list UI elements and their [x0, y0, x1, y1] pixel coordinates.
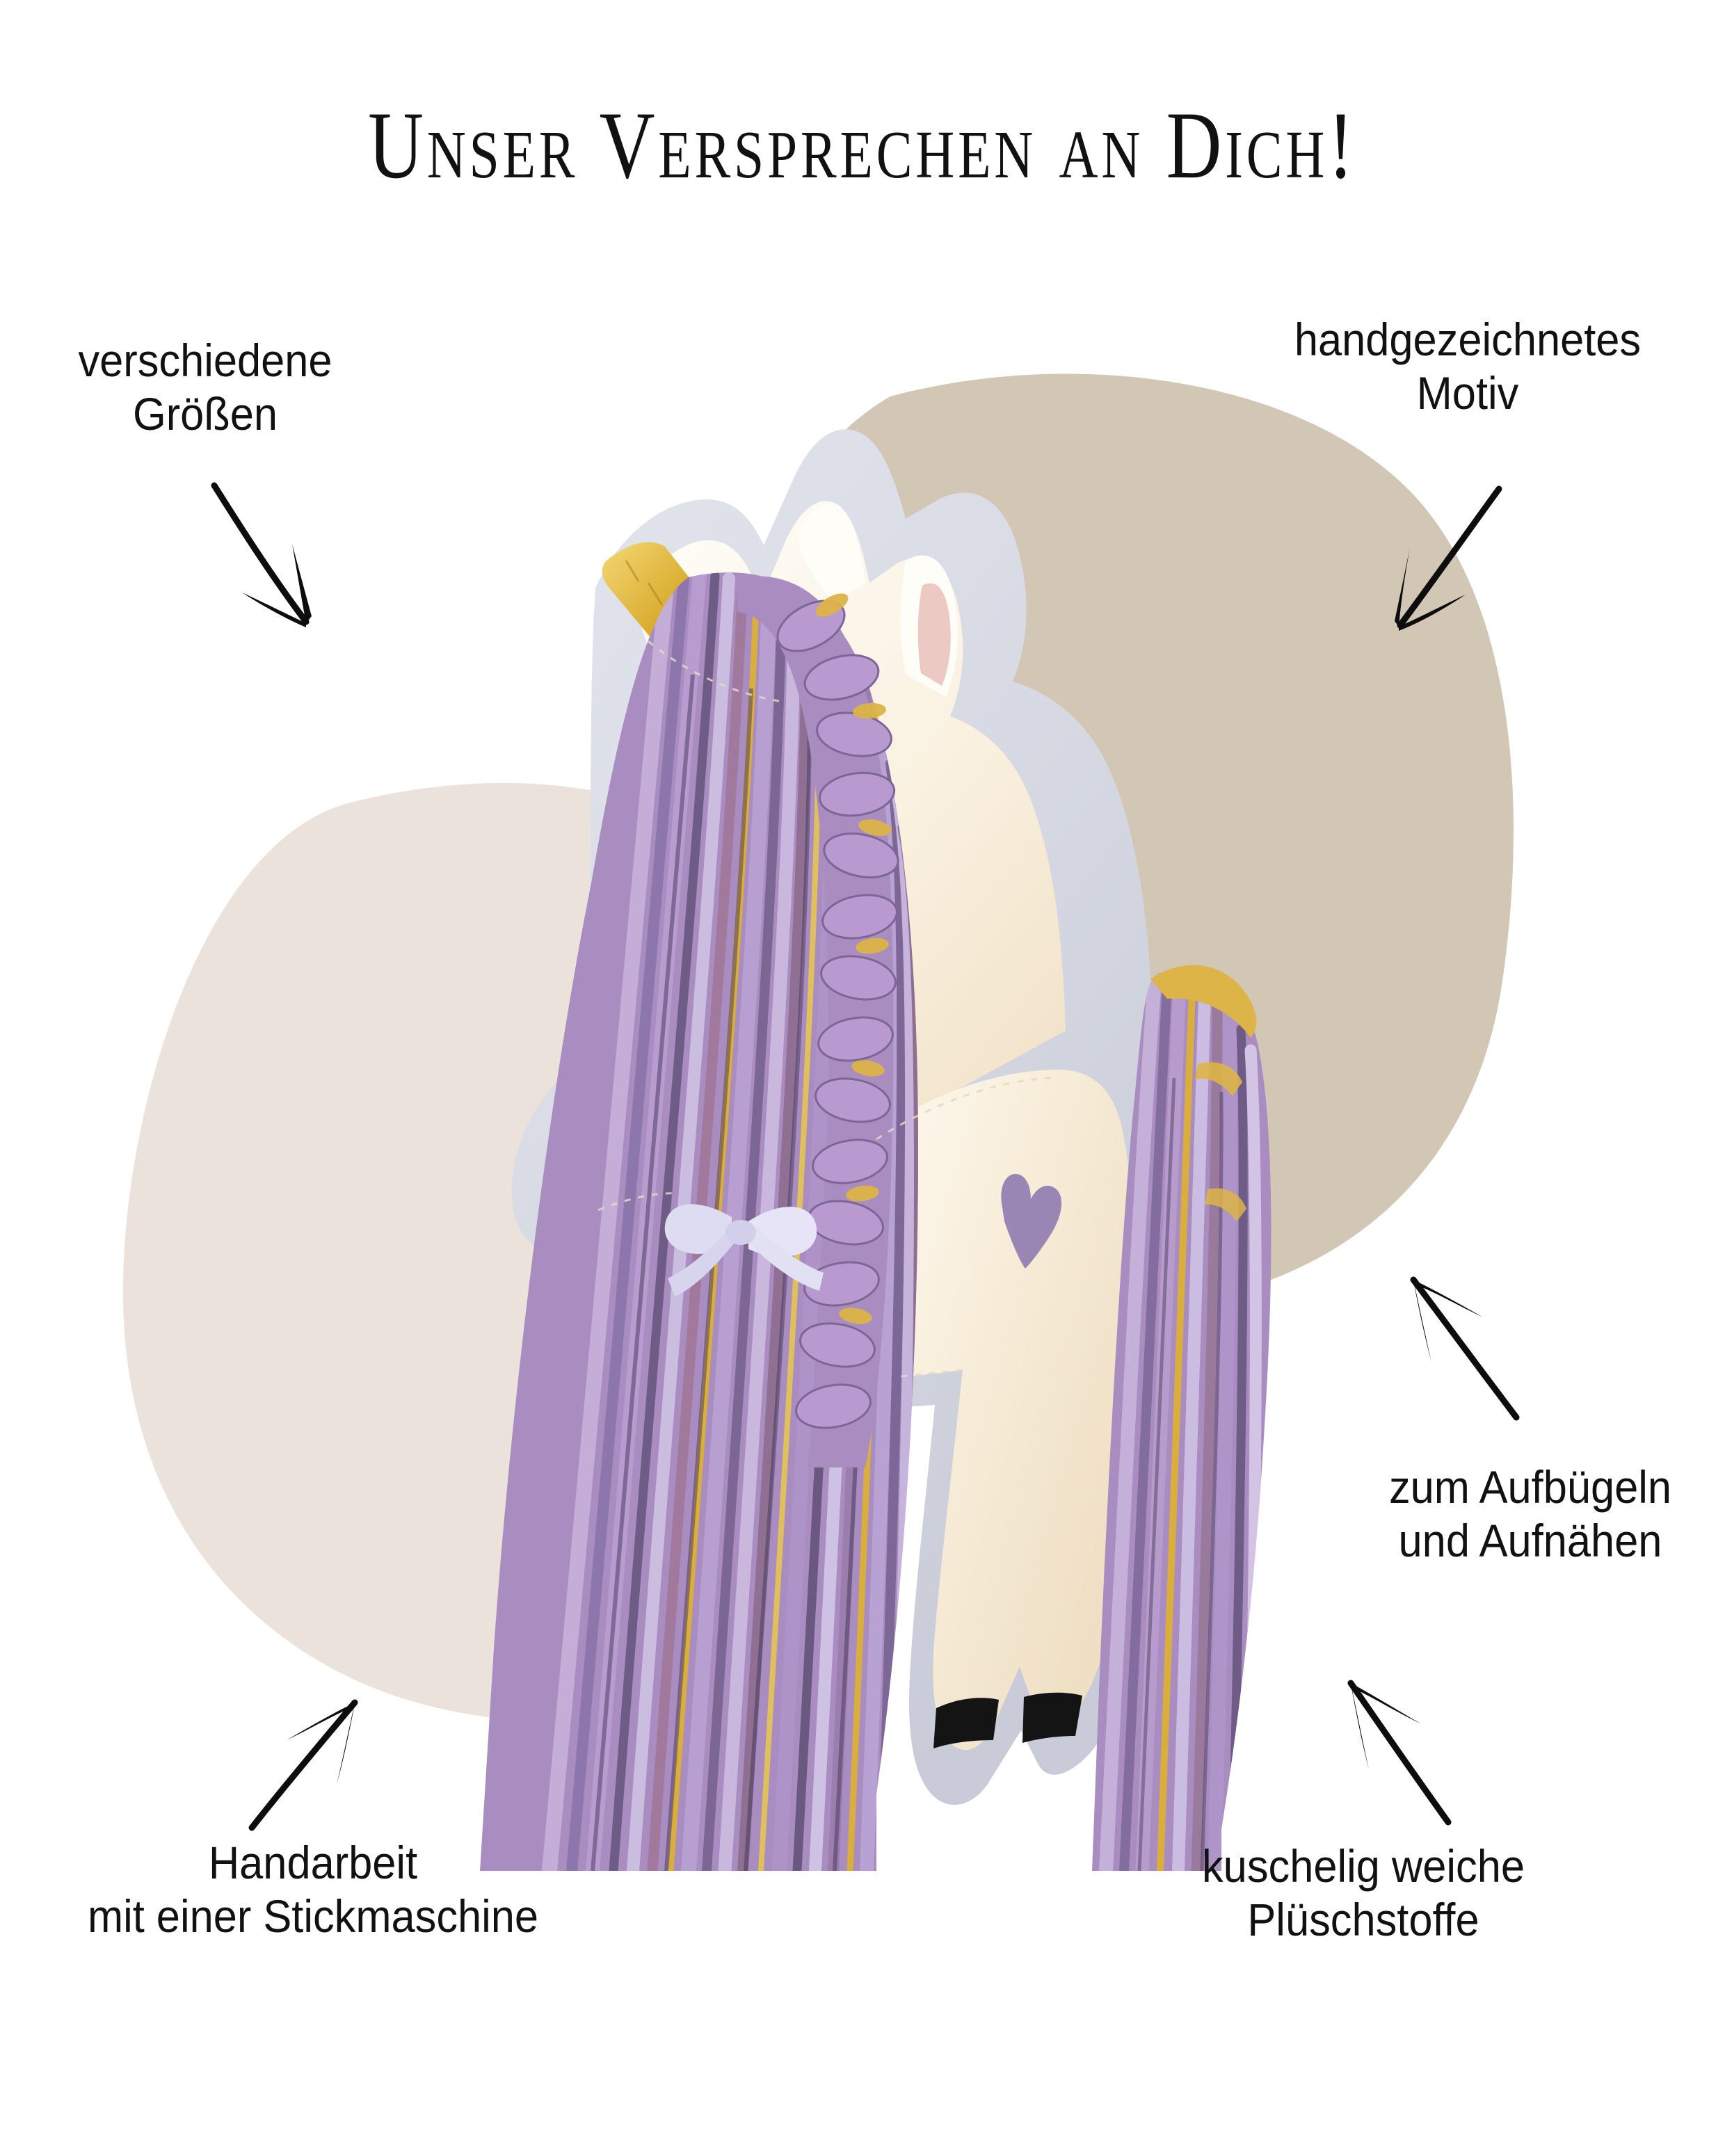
mane-braid — [737, 576, 899, 1467]
heart-embroidery — [1001, 1173, 1062, 1269]
callout-handarbeit-mit-stickmaschine: Handarbeit mit einer Stickmaschine — [87, 1837, 539, 1942]
callout-handgezeichnetes-motiv: handgezeichnetes Motiv — [1294, 314, 1642, 419]
tail-gold-top — [1150, 965, 1257, 1221]
braid-gold-accents — [815, 593, 892, 1324]
ear-left-outer — [797, 503, 865, 602]
satin-bow — [664, 1204, 824, 1296]
page-title: Unser Versprechen an Dich! — [368, 92, 1357, 198]
ears-layer — [797, 503, 958, 697]
callout-kuschelig-weiche-plueschstoffe: kuschelig weiche Plüschstoffe — [1201, 1840, 1525, 1945]
arrow-down-right-sizes — [202, 480, 355, 640]
callout-zum-aufbuegeln-und-aufnaehen: zum Aufbügeln und Aufnähen — [1388, 1461, 1672, 1566]
arrow-up-left-apply — [1405, 1273, 1544, 1426]
arrow-down-left-motif — [1360, 483, 1513, 643]
ear-inner-pink — [917, 583, 951, 686]
arrow-up-left-plush — [1342, 1676, 1482, 1829]
hoof-hind-left — [933, 1698, 999, 1748]
stitch-seams — [597, 640, 1058, 1378]
hoof-hind-right — [1022, 1692, 1082, 1743]
arrow-up-right-handmade — [230, 1697, 369, 1836]
callout-verschiedene-groessen: verschiedene Größen — [78, 335, 332, 440]
unicorn-patch-artwork — [390, 396, 1377, 1871]
